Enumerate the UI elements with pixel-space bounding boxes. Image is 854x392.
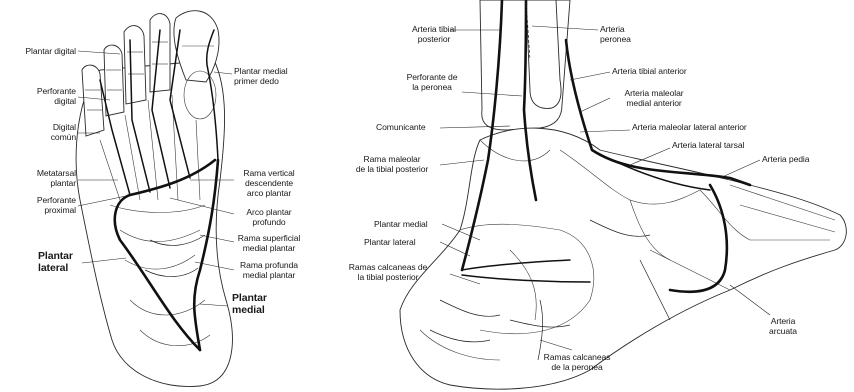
label-plantar-lateral: Plantar lateral: [38, 250, 73, 274]
label-line: descendente: [232, 178, 306, 188]
label-line: común: [2, 132, 76, 142]
label-line: Plantar: [38, 250, 73, 262]
label-metatarsal-plantar: Metatarsal plantar: [2, 168, 76, 188]
label-line: plantar: [2, 178, 76, 188]
label-line: Perforante de: [400, 72, 464, 82]
label-line: Rama maleolar: [342, 154, 442, 164]
label-line: Arteria tibial: [402, 24, 466, 34]
label-arteria-arcuata: Arteria arcuata: [758, 316, 808, 336]
label-line: Arteria maleolar: [612, 88, 696, 98]
label-line: posterior: [402, 34, 466, 44]
label-line: Rama superficial: [232, 233, 306, 243]
label-line: medial anterior: [612, 98, 696, 108]
label-arteria-tibial-posterior: Arteria tibial posterior: [402, 24, 466, 44]
label-arteria-peronea: Arteria peronea: [600, 24, 631, 44]
label-arteria-maleolar-medial: Arteria maleolar medial anterior: [612, 88, 696, 108]
label-line: Arco plantar: [232, 207, 306, 217]
label-line: Metatarsal: [2, 168, 76, 178]
label-line: Ramas calcaneas: [536, 352, 618, 362]
label-plantar-lateral: Plantar lateral: [364, 237, 416, 247]
label-line: Plantar: [232, 292, 267, 304]
label-line: peronea: [600, 34, 631, 44]
label-perforante-digital: Perforante digital: [2, 86, 76, 106]
label-line: arco plantar: [232, 188, 306, 198]
label-line: Perforante: [2, 195, 76, 205]
label-line: Arteria: [600, 24, 631, 34]
plantar-view-panel: Plantar digital Perforante digital Digit…: [0, 0, 330, 392]
label-line: Digital: [2, 122, 76, 132]
toe-4: [104, 45, 124, 116]
label-rama-superficial: Rama superficial medial plantar: [232, 233, 306, 253]
label-line: Arteria: [758, 316, 808, 326]
label-line: Ramas calcaneas de: [330, 262, 446, 272]
label-line: proximal: [2, 205, 76, 215]
label-line: profundo: [232, 217, 306, 227]
toe-3: [124, 26, 146, 104]
label-line: Perforante: [2, 86, 76, 96]
label-arteria-maleolar-lateral: Arteria maleolar lateral anterior: [632, 122, 747, 132]
label-line: medial plantar: [232, 243, 306, 253]
label-arteria-lateral-tarsal: Arteria lateral tarsal: [672, 140, 744, 150]
label-ramas-calcaneas-tibial: Ramas calcaneas de la tibial posterior: [330, 262, 446, 282]
fibula: [526, 0, 561, 108]
label-plantar-medial-primer-dedo: Plantar medial primer dedo: [234, 66, 288, 86]
label-line: Rama profunda: [232, 260, 306, 270]
label-plantar-medial: Plantar medial: [374, 219, 428, 229]
label-arco-plantar-profundo: Arco plantar profundo: [232, 207, 306, 227]
foot-outline: [400, 128, 846, 389]
label-line: lateral: [38, 262, 73, 274]
label-ramas-calcaneas-peronea: Ramas calcaneas de la peronea: [536, 352, 618, 372]
label-line: de la peronea: [536, 362, 618, 372]
label-digital-comun: Digital común: [2, 122, 76, 142]
label-comunicante: Comunicante: [376, 122, 426, 132]
label-rama-maleolar: Rama maleolar de la tibial posterior: [342, 154, 442, 174]
toe-2: [150, 14, 170, 92]
label-line: Rama vertical: [232, 168, 306, 178]
label-plantar-digital: Plantar digital: [2, 46, 76, 56]
label-rama-vertical: Rama vertical descendente arco plantar: [232, 168, 306, 198]
lateral-view-panel: Arteria tibial posterior Arteria peronea…: [330, 0, 854, 392]
label-line: medial: [232, 304, 267, 316]
label-line: Plantar medial: [234, 66, 288, 76]
label-line: de la tibial posterior: [342, 164, 442, 174]
label-line: primer dedo: [234, 76, 288, 86]
label-plantar-medial: Plantar medial: [232, 292, 267, 316]
label-line: la peronea: [400, 82, 464, 92]
label-rama-profunda: Rama profunda medial plantar: [232, 260, 306, 280]
label-arteria-pedia: Arteria pedia: [762, 154, 809, 164]
label-line: medial plantar: [232, 270, 306, 280]
label-line: arcuata: [758, 326, 808, 336]
label-line: la tibial posterior: [330, 272, 446, 282]
label-perforante-proximal: Perforante proximal: [2, 195, 76, 215]
label-perforante-peronea: Perforante de la peronea: [400, 72, 464, 92]
label-line: digital: [2, 96, 76, 106]
label-arteria-tibial-anterior: Arteria tibial anterior: [612, 66, 687, 76]
